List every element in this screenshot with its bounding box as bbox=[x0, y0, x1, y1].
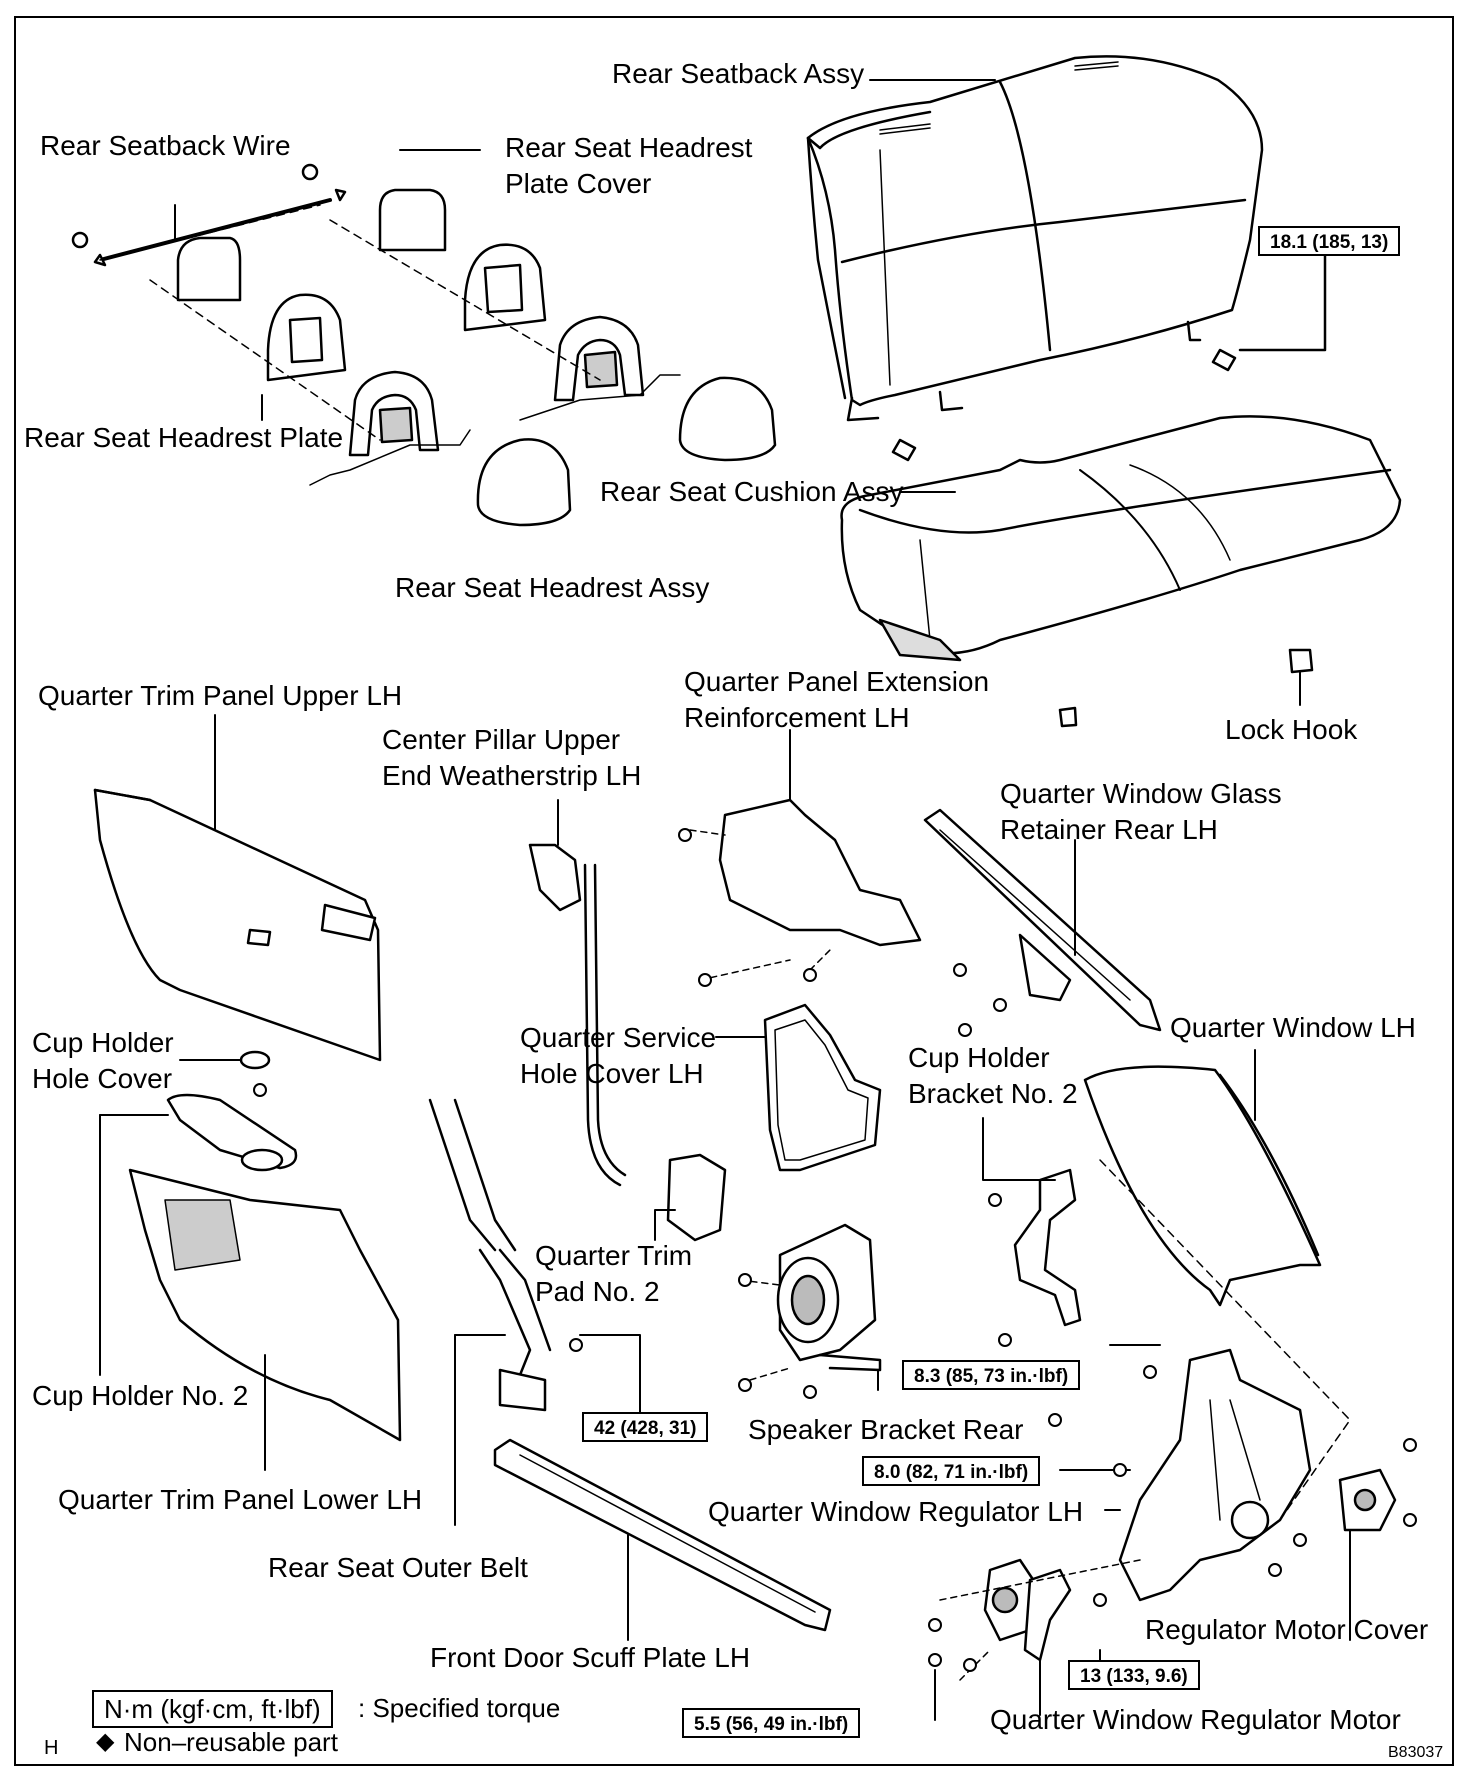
label-quarter-trim-pad-2: Pad No. 2 bbox=[535, 1276, 660, 1307]
label-qw-regulator: Quarter Window Regulator LH bbox=[708, 1496, 1084, 1527]
label-front-door-scuff-plate: Front Door Scuff Plate LH bbox=[430, 1642, 751, 1673]
legend-torque-unit: N·m (kgf·cm, ft·lbf) bbox=[92, 1690, 333, 1728]
torque-motor-bolt: 13 (133, 9.6) bbox=[1068, 1660, 1200, 1690]
headrest-assy-right bbox=[678, 376, 777, 462]
headrest-assy-left bbox=[476, 438, 572, 527]
headrest-guide-left bbox=[348, 370, 440, 457]
torque-seatback: 18.1 (185, 13) bbox=[1258, 226, 1401, 256]
bolt-icons bbox=[253, 828, 1417, 1672]
label-quarter-trim-panel-lower: Quarter Trim Panel Lower LH bbox=[58, 1484, 423, 1515]
headrest-plate-cover-left bbox=[176, 236, 242, 302]
figure-code: B83037 bbox=[1388, 1744, 1444, 1761]
label-rear-seat-headrest-plate: Rear Seat Headrest Plate bbox=[24, 422, 344, 453]
torque-motor: 5.5 (56, 49 in.·lbf) bbox=[682, 1708, 861, 1738]
label-cup-holder-bracket-1: Cup Holder bbox=[908, 1042, 1050, 1073]
diagram-frame bbox=[14, 16, 1454, 1766]
rear-seat-outer-belt bbox=[428, 1098, 552, 1412]
quarter-trim-panel-upper bbox=[93, 788, 382, 1062]
torque-belt: 42 (428, 31) bbox=[582, 1412, 709, 1442]
legend-torque-text: : Specified torque bbox=[358, 1693, 561, 1723]
label-cup-holder-hole-cover-1: Cup Holder bbox=[32, 1027, 174, 1058]
label-rear-seat-headrest-assy: Rear Seat Headrest Assy bbox=[395, 572, 710, 603]
label-regulator-motor-cover: Regulator Motor Cover bbox=[1145, 1614, 1429, 1645]
legend-nonreusable-symbol: ◆ bbox=[96, 1728, 115, 1755]
front-door-scuff-plate bbox=[493, 1438, 832, 1632]
quarter-trim-panel-lower bbox=[128, 1168, 402, 1442]
headrest-plate-cover-right bbox=[378, 188, 447, 252]
label-quarter-trim-pad-1: Quarter Trim bbox=[535, 1240, 693, 1271]
label-center-pillar-1: Center Pillar Upper bbox=[382, 724, 621, 755]
speaker-bracket-rear bbox=[776, 1223, 882, 1372]
label-cup-holder-no2: Cup Holder No. 2 bbox=[32, 1380, 249, 1411]
rear-seatback-assy bbox=[806, 55, 1264, 462]
label-rear-seat-outer-belt: Rear Seat Outer Belt bbox=[268, 1552, 528, 1583]
label-quarter-service-hole-2: Hole Cover LH bbox=[520, 1058, 704, 1089]
label-quarter-service-hole-1: Quarter Service bbox=[520, 1022, 717, 1053]
label-lock-hook: Lock Hook bbox=[1225, 714, 1358, 745]
label-quarter-window: Quarter Window LH bbox=[1170, 1012, 1416, 1043]
cup-holder-hole-cover bbox=[239, 1050, 271, 1070]
label-rear-seatback-assy: Rear Seatback Assy bbox=[612, 58, 865, 89]
label-headrest-plate-cover-2: Plate Cover bbox=[505, 168, 652, 199]
label-rear-seatback-wire: Rear Seatback Wire bbox=[40, 130, 291, 161]
headrest-plate-right bbox=[463, 243, 547, 332]
label-qw-glass-retainer-2: Retainer Rear LH bbox=[1000, 814, 1218, 845]
cup-holder-bracket-no2 bbox=[1013, 1168, 1082, 1327]
rear-seat-cushion-assy bbox=[840, 415, 1402, 728]
quarter-service-hole-cover bbox=[763, 1003, 882, 1172]
quarter-window-regulator-motor bbox=[983, 1558, 1072, 1662]
quarter-window-glass-retainer bbox=[923, 808, 1162, 1032]
label-qw-glass-retainer-1: Quarter Window Glass bbox=[1000, 778, 1282, 809]
label-quarter-panel-ext-2: Reinforcement LH bbox=[684, 702, 910, 733]
headrest-guide-right bbox=[553, 315, 645, 402]
label-rear-seat-cushion-assy: Rear Seat Cushion Assy bbox=[600, 476, 904, 507]
quarter-panel-extension bbox=[718, 798, 922, 947]
label-qw-regulator-motor: Quarter Window Regulator Motor bbox=[990, 1704, 1401, 1735]
label-speaker-bracket-rear: Speaker Bracket Rear bbox=[748, 1414, 1024, 1445]
seatback-torque-leader bbox=[1238, 253, 1327, 352]
headrest-plate-left bbox=[266, 293, 347, 382]
corner-letter: H bbox=[44, 1737, 59, 1759]
regulator-motor-cover bbox=[1338, 1468, 1397, 1532]
label-cup-holder-bracket-2: Bracket No. 2 bbox=[908, 1078, 1078, 1109]
label-quarter-trim-panel-upper: Quarter Trim Panel Upper LH bbox=[38, 680, 403, 711]
cup-holder-no2 bbox=[166, 1093, 298, 1172]
quarter-window-regulator bbox=[1118, 1348, 1312, 1602]
legend-nonreusable-text: Non–reusable part bbox=[124, 1727, 338, 1757]
torque-bracket: 8.3 (85, 73 in.·lbf) bbox=[902, 1360, 1081, 1390]
label-quarter-panel-ext-1: Quarter Panel Extension bbox=[684, 666, 990, 697]
label-headrest-plate-cover-1: Rear Seat Headrest bbox=[505, 132, 753, 163]
label-center-pillar-2: End Weatherstrip LH bbox=[382, 760, 642, 791]
torque-regulator: 8.0 (82, 71 in.·lbf) bbox=[862, 1456, 1041, 1486]
center-pillar-weatherstrip bbox=[528, 843, 627, 1187]
quarter-trim-pad-no2 bbox=[666, 1153, 727, 1242]
quarter-window-glass bbox=[1083, 1065, 1322, 1307]
label-cup-holder-hole-cover-2: Hole Cover bbox=[32, 1063, 173, 1094]
